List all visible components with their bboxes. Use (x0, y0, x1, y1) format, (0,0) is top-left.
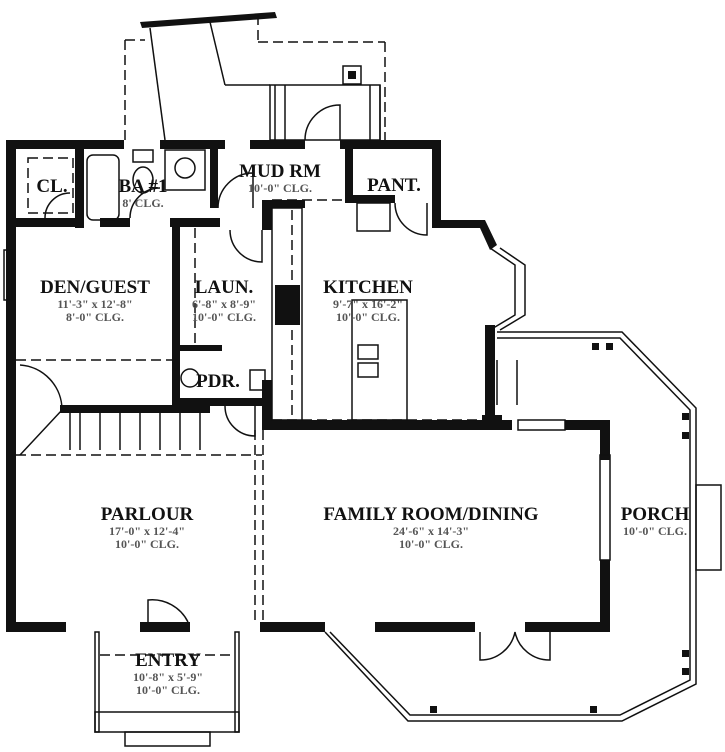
room-ceiling: 10'-0" CLG. (114, 536, 179, 551)
walls (6, 140, 610, 632)
room-name: BA #1 (118, 176, 168, 197)
staircase (16, 359, 262, 456)
room-size: 9'-7" x 16'-2" (333, 296, 403, 311)
room-laundry: LAUN.6'-8" x 8'-9"10'-0" CLG. (192, 278, 256, 323)
room-pantry: PANT. (367, 176, 421, 196)
room-ceiling: 10'-0" CLG. (248, 180, 312, 195)
room-name: PARLOUR (100, 504, 194, 525)
room-size: 24'-6" x 14'-3" (393, 523, 469, 538)
room-name: DEN/GUEST (40, 277, 150, 298)
room-size: 6'-8" x 8'-9" (192, 296, 256, 311)
room-ceiling: 10'-0" CLG. (398, 536, 463, 551)
room-ceiling: 10'-0" CLG. (192, 309, 256, 324)
room-size: 17'-0" x 12'-4" (109, 523, 185, 538)
room-name: PDR. (196, 371, 240, 392)
room-name: LAUN. (194, 277, 254, 298)
room-powder: PDR. (196, 372, 240, 392)
room-name: CL. (36, 176, 68, 197)
room-ceiling: 8' CLG. (122, 195, 164, 210)
room-size: 10'-8" x 5'-9" (133, 669, 203, 684)
room-ceiling: 10'-0" CLG. (135, 682, 200, 697)
room-name: PORCH (620, 504, 690, 525)
rear-deck (124, 12, 386, 141)
room-size: 11'-3" x 12'-8" (57, 296, 133, 311)
room-ceiling: 10'-0" CLG. (622, 523, 687, 538)
room-name: MUD RM (239, 161, 321, 182)
room-ceiling: 10'-0" CLG. (336, 309, 400, 324)
entry-porch (94, 631, 240, 747)
room-name: ENTRY (135, 650, 201, 671)
room-name: PANT. (367, 175, 421, 196)
room-ceiling: 8'-0" CLG. (66, 309, 124, 324)
room-name: FAMILY ROOM/DINING (323, 504, 539, 525)
porch-outline (324, 331, 722, 722)
room-closet: CL. (36, 177, 67, 197)
room-name: KITCHEN (323, 277, 413, 298)
